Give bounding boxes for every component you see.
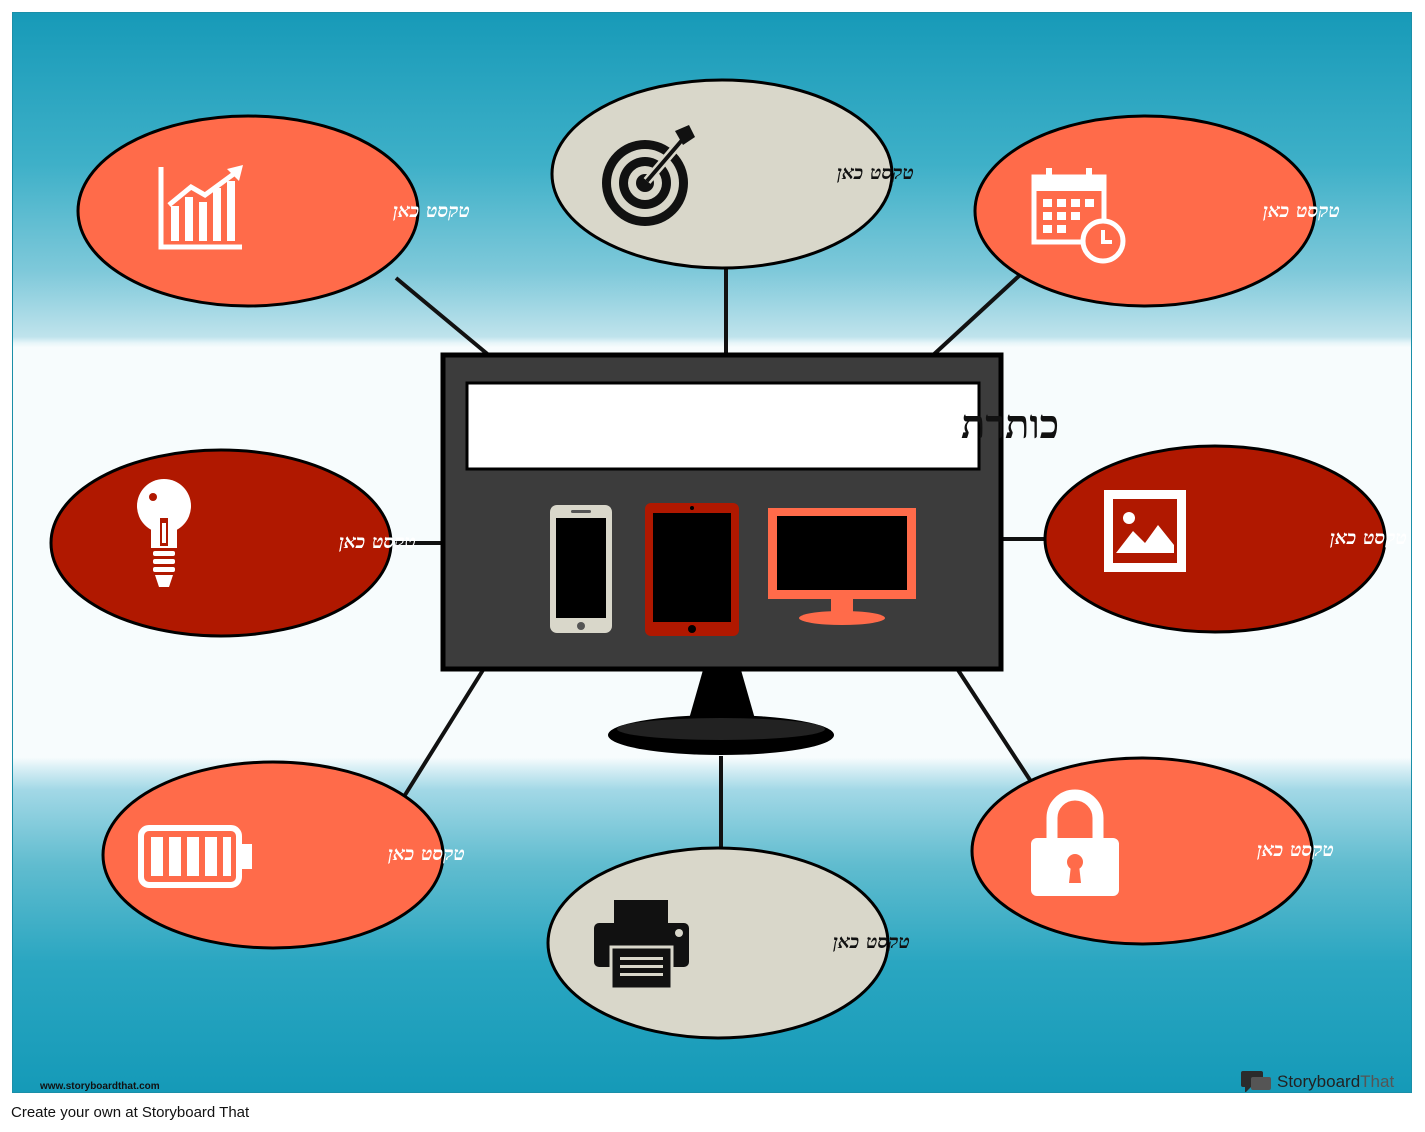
speech-bubble-logo-icon	[1241, 1071, 1271, 1092]
infographic-canvas: כותרת טקסט כאן	[12, 12, 1412, 1093]
central-monitor: כותרת	[440, 352, 1059, 755]
desktop-monitor-icon	[768, 508, 916, 625]
tablet-icon	[645, 503, 739, 636]
connector-lines	[394, 268, 1047, 860]
oval-middle-left[interactable]: טקסט כאן	[49, 448, 416, 638]
phone-icon	[550, 505, 612, 633]
oval-bottom-left[interactable]: טקסט כאן	[101, 760, 465, 950]
growth-chart-icon	[158, 165, 243, 250]
brand-name: StoryboardThat	[1277, 1072, 1394, 1092]
printer-icon	[594, 900, 689, 991]
oval-text: טקסט כאן	[339, 531, 416, 553]
title-box[interactable]	[465, 381, 981, 471]
oval-bottom-center[interactable]: טקסט כאן	[546, 846, 910, 1040]
oval-text: טקסט כאן	[1263, 200, 1340, 222]
footer-url[interactable]: www.storyboardthat.com	[40, 1081, 160, 1092]
oval-top-right[interactable]: טקסט כאן	[973, 114, 1340, 308]
calendar-clock-icon	[1031, 168, 1126, 264]
brand-name-part1: Storyboard	[1277, 1072, 1361, 1091]
oval-text: טקסט כאן	[833, 931, 910, 953]
oval-text: טקסט כאן	[837, 162, 914, 184]
oval-text: טקסט כאן	[388, 843, 465, 865]
diagram: כותרת טקסט כאן	[49, 78, 1407, 1040]
oval-text: טקסט כאן	[1257, 839, 1334, 861]
padlock-icon	[1031, 789, 1119, 896]
oval-text: טקסט כאן	[393, 200, 470, 222]
storyboardthat-logo[interactable]: StoryboardThat	[1241, 1070, 1394, 1092]
oval-top-center[interactable]: טקסט כאן	[550, 78, 914, 270]
lightbulb-icon	[137, 479, 191, 587]
title-text: כותרת	[961, 402, 1059, 447]
target-icon	[602, 125, 695, 226]
oval-top-left[interactable]: טקסט כאן	[76, 114, 470, 308]
brand-name-part2: That	[1360, 1072, 1395, 1091]
oval-bottom-right[interactable]: טקסט כאן	[970, 756, 1334, 946]
image-icon	[1104, 490, 1186, 572]
battery-icon	[138, 825, 252, 888]
oval-middle-right[interactable]: טקסט כאן	[1043, 444, 1407, 634]
footer-caption[interactable]: Create your own at Storyboard That	[11, 1104, 250, 1121]
oval-text: טקסט כאן	[1330, 527, 1407, 549]
